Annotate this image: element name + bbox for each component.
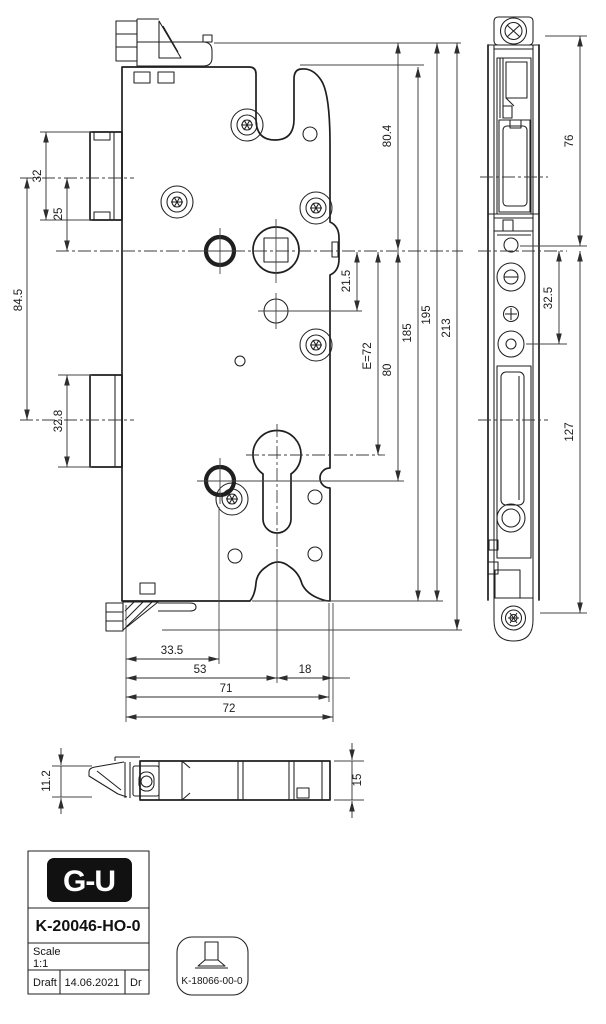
dim-label-32-5: 32.5 (543, 287, 555, 309)
side-bottom-tab (493, 597, 534, 642)
holes (227, 126, 323, 564)
dim-label-80-4: 80.4 (382, 124, 394, 147)
spindle-follower (252, 219, 300, 283)
dim-label-e72: E=72 (362, 342, 374, 369)
scale-label: Scale (33, 946, 61, 958)
dim-label-71: 71 (220, 683, 233, 695)
dim-label-127: 127 (564, 422, 576, 441)
dim-label-80: 80 (382, 364, 394, 377)
dim-label-25: 25 (53, 208, 65, 221)
dim-bottom-view: 11.2 15 (41, 743, 364, 818)
side-screw-small (502, 305, 520, 323)
dim-label-18: 18 (299, 664, 312, 676)
torx-screw (299, 191, 333, 225)
gu-logo-text: G-U (63, 865, 115, 898)
draft-label: Draft (33, 977, 57, 989)
part-number: K-20046-HO-0 (36, 918, 141, 935)
dim-label-11-2: 11.2 (41, 770, 53, 792)
dim-label-185: 185 (402, 323, 414, 342)
top-bracket (115, 18, 213, 67)
dim-label-33-5: 33.5 (161, 645, 183, 657)
dim-label-32: 32 (32, 170, 44, 183)
scale-value: 1:1 (33, 958, 48, 970)
euro-cylinder-hole (252, 424, 302, 551)
torx-screws (160, 108, 333, 516)
front-view-lock-case (105, 18, 362, 632)
deadbolt-block (89, 374, 123, 468)
slot-top-1 (133, 71, 151, 84)
dim-side: 76 32.5 127 (543, 36, 583, 613)
dim-label-76: 76 (564, 135, 576, 148)
torx-screw (299, 328, 333, 362)
dim-front-vertical: 80.4 21.5 E=72 80 185 195 213 (341, 43, 460, 630)
hook-latch-block (89, 131, 123, 221)
torx-screw (230, 108, 264, 142)
title-block: G-U K-20046-HO-0 Scale 1:1 Draft 14.06.2… (27, 850, 150, 995)
side-view-faceplate (478, 16, 587, 642)
latch-bump-slot (331, 241, 339, 258)
reference-part-box: K-18066-00-0 (176, 936, 249, 996)
torx-screw (160, 185, 194, 219)
dim-label-21-5: 21.5 (341, 270, 353, 292)
dim-label-32-8: 32.8 (53, 410, 65, 432)
dim-label-213: 213 (441, 318, 453, 337)
gu-logo (47, 858, 132, 902)
dim-label-72: 72 (223, 703, 236, 715)
dim-label-84-5: 84.5 (13, 289, 25, 311)
side-upper-cassette (496, 57, 532, 215)
draft-date: 14.06.2021 (64, 977, 119, 989)
striker-plate-icon (195, 941, 228, 969)
dim-label-15: 15 (352, 774, 364, 787)
dim-front-bottom: 33.5 53 18 71 72 (126, 645, 333, 720)
bottom-view (52, 756, 364, 801)
bottom-foot (105, 601, 197, 632)
side-screw-large (496, 262, 526, 292)
dim-label-53: 53 (194, 664, 207, 676)
slot-top-2 (157, 71, 175, 84)
slot-bottom (139, 582, 156, 595)
lock-case-outline (121, 66, 340, 602)
dim-label-195: 195 (421, 305, 433, 324)
hole-below-spindle (258, 293, 362, 329)
side-bushing (497, 330, 525, 358)
front-reference-lines (20, 42, 463, 722)
drawer-label: Dr (130, 977, 142, 989)
dim-front-left: 32 25 84.5 32.8 (13, 132, 70, 467)
reference-part-code: K-18066-00-0 (181, 976, 243, 987)
